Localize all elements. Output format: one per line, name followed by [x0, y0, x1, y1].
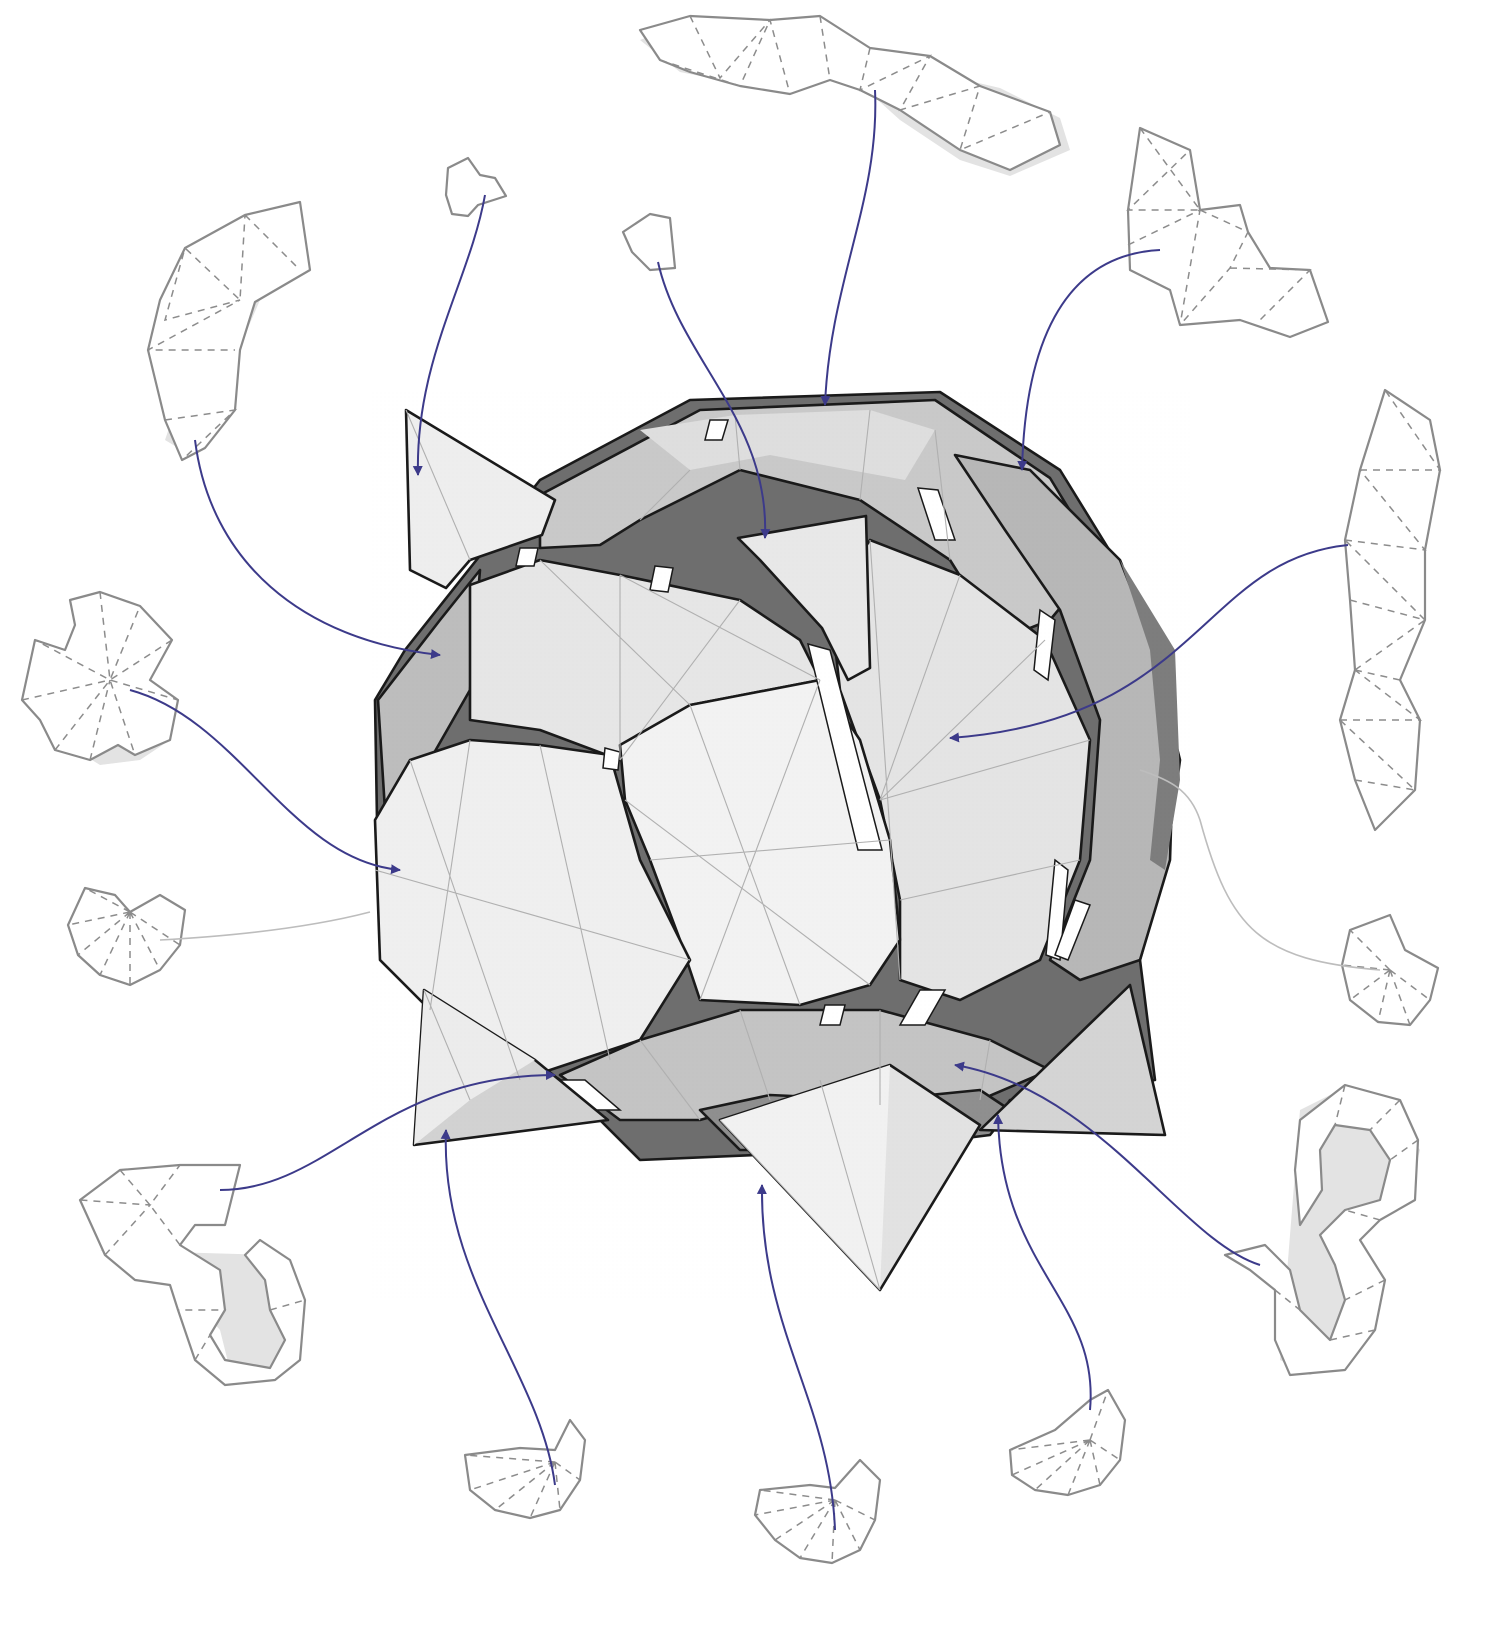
net-left-strip: [148, 202, 310, 460]
net-small-heart-top-left: [446, 158, 506, 216]
net-bottom-right-chain: [1225, 1085, 1420, 1375]
net-small-heart-top-center: [623, 214, 675, 270]
net-bottom-fan-center: [755, 1460, 880, 1563]
net-bottom-fan-left: [465, 1420, 585, 1518]
net-left-fan: [68, 888, 185, 985]
dome-assembly: [370, 390, 1190, 1300]
net-right-strip: [1340, 390, 1440, 830]
net-left-flower: [22, 592, 178, 765]
net-bottom-fan-right: [1010, 1390, 1125, 1495]
net-top-right-cross: [1128, 128, 1328, 337]
connector-left-fan: [160, 912, 370, 940]
connector-top-strip: [825, 90, 875, 405]
net-right-heart: [1342, 915, 1438, 1025]
net-bottom-left-chain: [80, 1165, 305, 1385]
net-top-strip: [640, 16, 1070, 176]
